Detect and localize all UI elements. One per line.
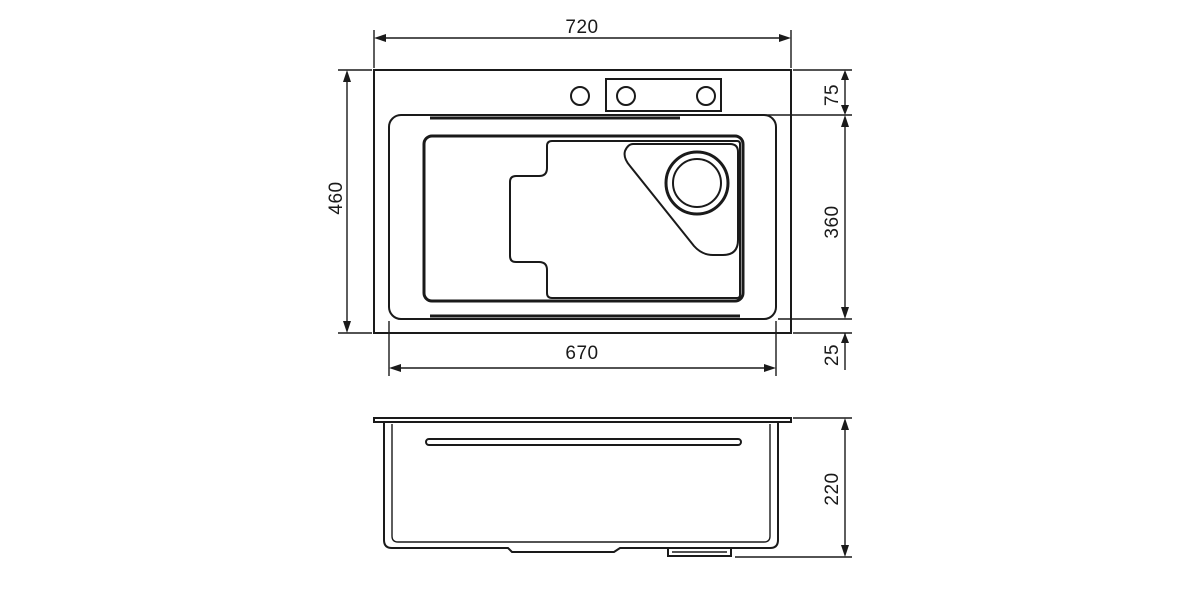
dim-label-670: 670 (565, 343, 598, 364)
dim-label-360: 360 (822, 205, 843, 238)
side-drain-outlet (667, 548, 732, 557)
drain-corner-plate (623, 143, 739, 256)
sink-outer-outline (373, 69, 792, 334)
side-bowl-inner-wall (391, 424, 771, 543)
dimension-overall-depth: 460 (326, 69, 372, 334)
drain-outer-ring (664, 150, 730, 216)
side-view (373, 417, 792, 557)
cutting-board (509, 140, 741, 299)
dimension-right-stack: 75 360 25 (722, 69, 852, 370)
dim-label-25: 25 (822, 344, 843, 366)
tap-hole-1 (570, 86, 590, 106)
dim-label-75: 75 (822, 84, 843, 106)
side-top-rim (373, 417, 792, 423)
dimension-overall-width: 720 (373, 17, 792, 68)
side-bowl-body (383, 422, 779, 553)
dimension-bowl-width: 670 (388, 321, 777, 376)
top-view (373, 69, 792, 334)
dim-label-460: 460 (326, 181, 347, 214)
tap-hole-3 (696, 86, 716, 106)
bowl-inner-outline (422, 134, 745, 303)
dim-label-720: 720 (565, 17, 598, 38)
dim-label-220: 220 (822, 472, 843, 505)
tap-hole-plate (605, 78, 722, 112)
dimension-height: 220 (735, 417, 852, 558)
tap-hole-2 (616, 86, 636, 106)
side-rail (425, 438, 742, 446)
drain-inner-ring (672, 158, 722, 208)
bowl-flange-outline (388, 114, 777, 320)
